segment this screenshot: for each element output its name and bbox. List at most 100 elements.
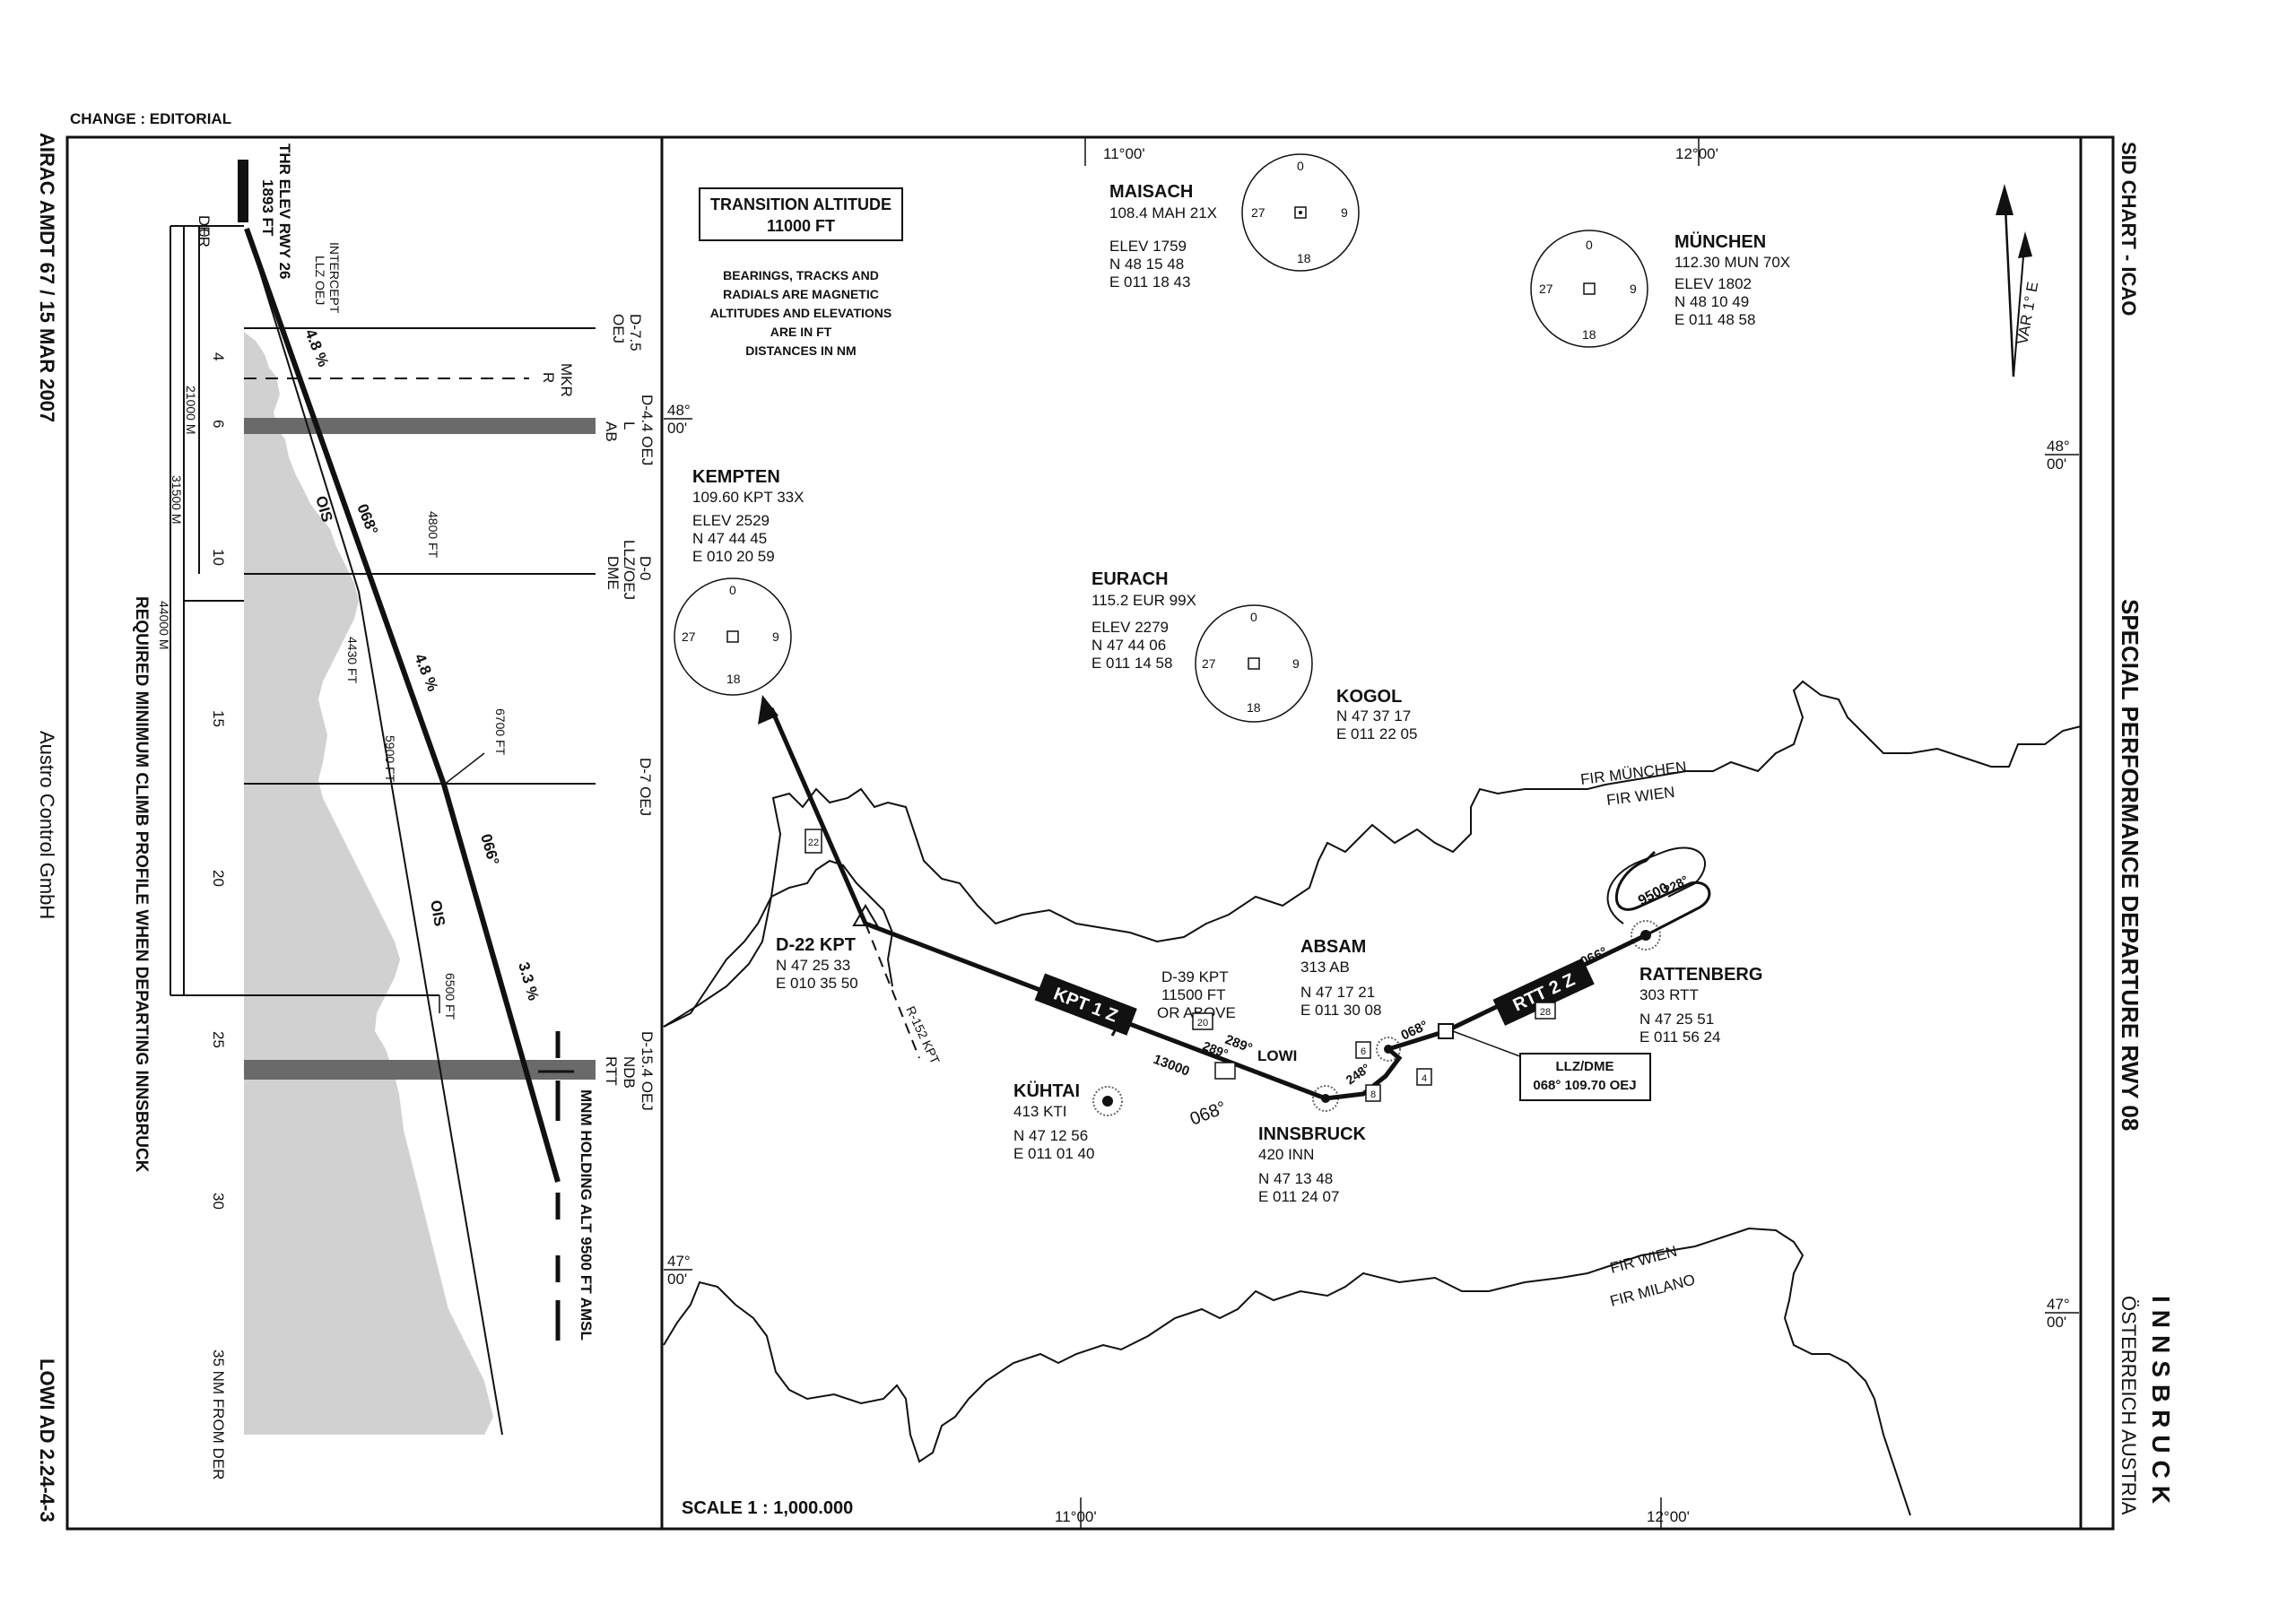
eurach-freq: 115.2 EUR 99X [1091,592,1196,609]
d22kpt-lat: N 47 25 33 [776,957,850,974]
llz-dme-box [1519,1053,1651,1101]
kempten-freq: 109.60 KPT 33X [692,489,804,506]
axis-30: 30 [210,1193,227,1210]
svg-text:4: 4 [1422,1073,1427,1084]
seg-tag-4: 4 [1416,1068,1432,1086]
lat-47-right: 47° [2047,1296,2070,1313]
grad-48-b: 4.8 % [411,651,441,693]
fix-d75-b: OEJ [610,314,627,343]
alt-13000: 13000 [1152,1052,1192,1080]
svg-text:27: 27 [1539,282,1553,296]
axis-der: DER [196,215,213,247]
route-kpt1z-arrowhead [758,695,778,725]
d22kpt-lon: E 010 35 50 [776,975,858,992]
transition-altitude-value: 11000 FT [767,217,835,235]
rattenberg-lat: N 47 25 51 [1639,1011,1714,1028]
airac-amendment: AIRAC AMDT 67 / 15 MAR 2007 [36,133,58,422]
units-note-1: BEARINGS, TRACKS AND [723,268,879,282]
seg-tag-8: 8 [1365,1084,1381,1102]
seg-tag-6: 6 [1355,1041,1371,1059]
kuehtai-name: KÜHTAI [1013,1081,1080,1101]
svg-text:27: 27 [1251,205,1265,220]
lat-48-left: 48° [667,402,691,419]
scale-label: SCALE 1 : 1,000.000 [682,1498,853,1518]
lowi-label: LOWI [1257,1047,1297,1064]
d39-name: D-39 KPT [1161,968,1229,985]
dist-31500: 31500 M [170,475,184,524]
svg-text:27: 27 [1202,656,1216,671]
climb-profile: 0 DER 4 6 10 15 20 25 30 35 NM FROM DER … [132,143,656,1480]
axis-4: 4 [210,352,227,360]
muenchen-lat: N 48 10 49 [1674,293,1749,310]
trk-066: 066° [1578,944,1610,970]
fix-d44-l: L [621,421,638,430]
svg-text:9: 9 [1341,205,1348,220]
trk-068-a: 068° [1187,1098,1230,1129]
svg-text:9: 9 [1292,656,1300,671]
lat-48-left-min: 00' [667,420,687,437]
terrain-profile [244,332,493,1435]
procedure-title: SPECIAL PERFORMANCE DEPARTURE RWY 08 [2117,599,2144,1131]
muenchen-lon: E 011 48 58 [1674,311,1755,328]
svg-text:8: 8 [1370,1089,1376,1100]
llz-dme-value: 068° 109.70 OEJ [1533,1078,1636,1093]
fix-mkr: MKR [558,363,575,397]
grad-48-a: 4.8 % [301,326,332,369]
eurach-lat: N 47 44 06 [1091,637,1166,654]
kempten-elev: ELEV 2529 [692,512,770,529]
llz-leader [1452,1030,1526,1059]
fix-d154: D-15.4 OEJ [639,1031,656,1111]
fir-boundary-south [663,1227,1911,1516]
country-name: ÖSTERREICH AUSTRIA [2118,1296,2140,1515]
svg-text:0: 0 [729,583,736,597]
lon-12-top: 12°00' [1675,145,1718,162]
fix-d154-c: RTT [603,1056,620,1086]
transition-altitude-label: TRANSITION ALTITUDE [710,195,891,213]
alt-4800: 4800 FT [426,511,440,559]
llz-dme-title: LLZ/DME [1556,1059,1614,1074]
required-profile: REQUIRED MINIMUM CLIMB PROFILE WHEN DEPA… [132,596,151,1173]
trk-066: 066° [477,832,502,867]
eurach-elev: ELEV 2279 [1091,619,1169,636]
alt-4430: 4430 FT [345,637,360,684]
absam-name: ABSAM [1300,937,1366,957]
trk-068: 068° [353,501,381,537]
outer-frame [65,135,2115,1531]
kuehtai-lon: E 011 01 40 [1013,1145,1094,1162]
kogol-name: KOGOL [1336,687,1402,707]
seg-tag-20: 20 [1192,1012,1213,1030]
maisach-lat: N 48 15 48 [1109,256,1184,273]
thr-ft: 1893 FT [259,179,276,237]
svg-text:22: 22 [808,838,819,848]
svg-text:9: 9 [1630,282,1637,296]
muenchen-freq: 112.30 MUN 70X [1674,254,1790,271]
chart-type: SID CHART - ICAO [2118,142,2140,316]
fix-d0: D-0 [637,556,654,580]
alt-6700: 6700 FT [493,708,508,756]
leader-6700 [443,752,485,785]
maisach-elev: ELEV 1759 [1109,238,1187,255]
axis-10: 10 [210,549,227,566]
border-west [663,859,894,1028]
axis-15: 15 [210,710,227,727]
fix-d0-c: DME [604,556,622,590]
fix-mkr-b: R [540,372,557,383]
muenchen-name: MÜNCHEN [1674,231,1766,252]
eurach-lon: E 011 14 58 [1091,655,1172,672]
fix-d44: D-4.4 OEJ [639,395,656,465]
innsbruck-ident: 420 INN [1258,1146,1314,1163]
svg-text:18: 18 [1247,700,1261,715]
maisach-name: MAISACH [1109,182,1193,202]
dist-21000: 21000 M [184,386,198,434]
fir-wien-label-s: FIR WIEN [1608,1243,1679,1277]
svg-text:18: 18 [726,672,741,686]
holding-alt: MNM HOLDING ALT 9500 FT AMSL [578,1089,595,1341]
lon-11-bot: 11°00' [1055,1508,1097,1525]
intercept: INTERCEPT [327,242,342,314]
fix-d154-b: NDB [621,1056,638,1089]
axis-25: 25 [210,1031,227,1048]
trk-248: 248° [1344,1061,1373,1088]
